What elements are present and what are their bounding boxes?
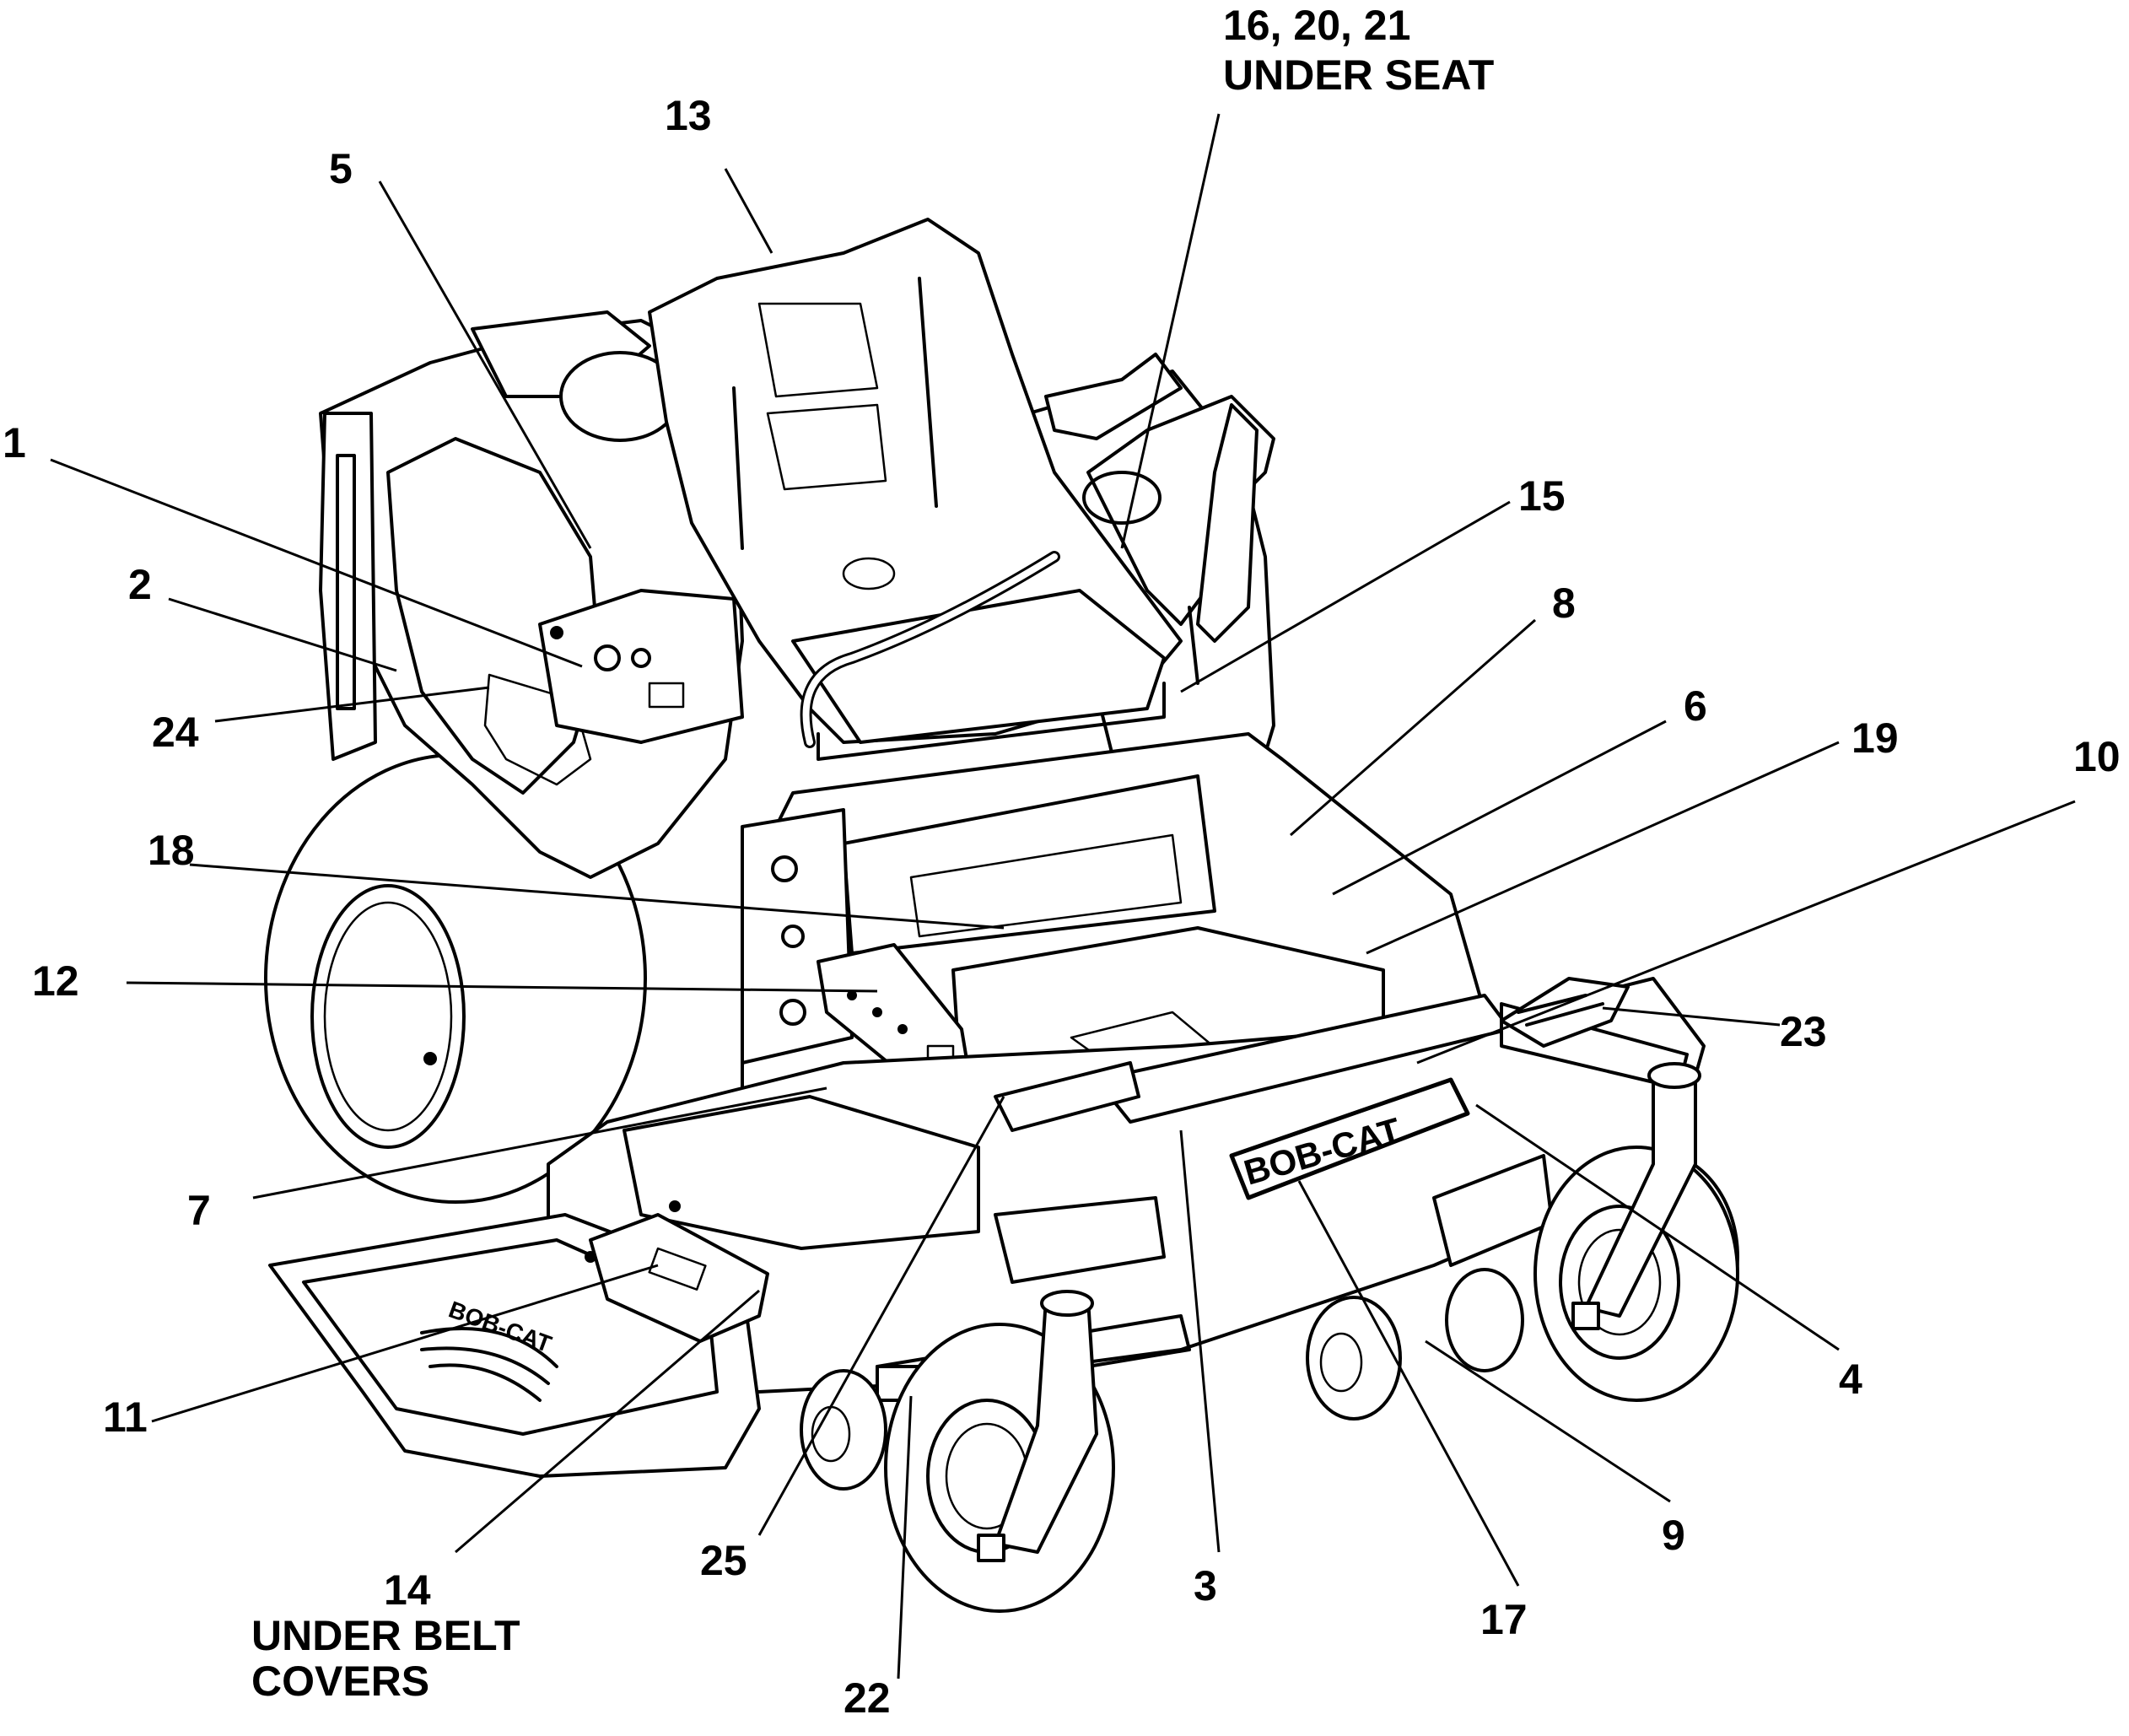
callout-18: 18 [148,827,195,874]
callout-25: 25 [700,1537,747,1584]
left-tank [741,808,854,1065]
callout-19: 19 [1851,714,1899,762]
foot-pedal [585,1200,769,1343]
right-front-caster [1533,1062,1739,1402]
callout-15: 15 [1518,472,1566,520]
callout-6: 6 [1684,682,1707,730]
callout-10: 10 [2073,733,2121,780]
callout-16-20-21: 16, 20, 21 [1223,2,1411,49]
callout-14: 14 [384,1566,431,1614]
leader-lines [50,113,2076,1679]
callout-24: 24 [152,709,199,756]
seat [648,218,1259,761]
callout-8: 8 [1552,580,1576,627]
control-panel [538,589,744,744]
callout-17: 17 [1480,1596,1528,1643]
callout-9: 9 [1662,1512,1685,1559]
callout-4: 4 [1839,1356,1862,1403]
discharge-chute [1500,977,1630,1048]
callout-3: 3 [1194,1562,1217,1609]
callout-7: 7 [187,1187,211,1234]
callout-5: 5 [329,145,353,192]
note-under-belt-line1: UNDER BELT [251,1612,520,1659]
callout-22: 22 [844,1674,891,1722]
callout-23: 23 [1780,1008,1827,1055]
callout-2: 2 [128,561,152,608]
callout-11: 11 [103,1394,148,1441]
note-under-seat: UNDER SEAT [1223,51,1495,99]
note-under-belt-line2: COVERS [251,1658,430,1705]
front-axle-bar [994,994,1689,1132]
callout-12: 12 [32,957,79,1005]
left-front-caster [884,1290,1115,1613]
callout-13: 13 [665,92,712,139]
callout-1: 1 [3,419,26,466]
seat-handle [800,551,1060,748]
anti-scalp-rollers [800,1268,1524,1491]
